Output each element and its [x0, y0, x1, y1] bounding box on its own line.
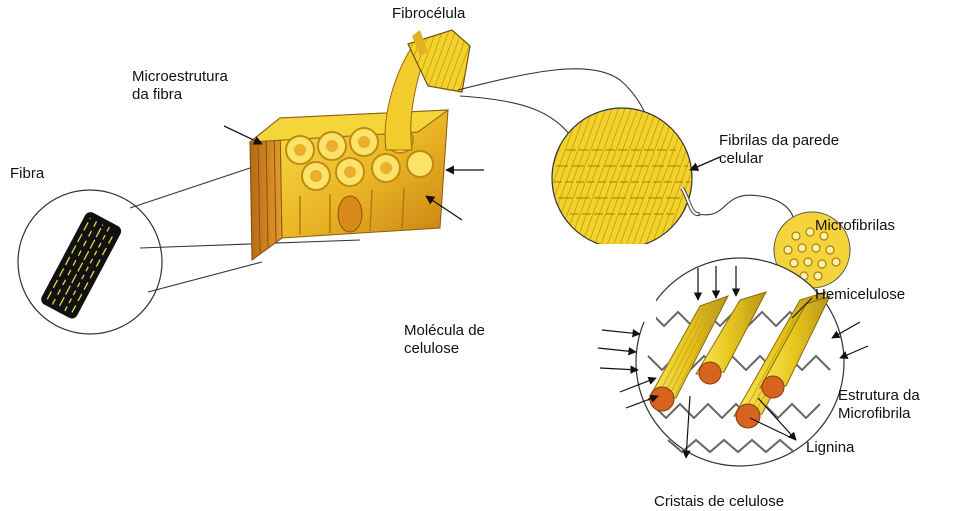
label-microfibrilas: Microfibrilas: [815, 216, 895, 235]
connector-microfibril: [698, 195, 794, 232]
label-fibrilas-1: Fibrilas da parede: [719, 131, 839, 150]
cell-wall-fibrils-circle: [552, 108, 700, 248]
label-cristais: Cristais de celulose: [654, 492, 784, 511]
microfibril-structure-circle: [636, 258, 844, 466]
label-estrutura-2: Microfibrila: [838, 404, 911, 423]
label-molecula-1: Molécula de: [404, 321, 485, 340]
label-lignina: Lignina: [806, 438, 854, 457]
label-molecula-2: celulose: [404, 339, 459, 358]
label-microestrutura-2: da fibra: [132, 85, 182, 104]
label-hemicelulose: Hemicelulose: [815, 285, 905, 304]
fiber-circle: [18, 190, 162, 334]
fibrils-pointer: [690, 157, 720, 170]
label-microestrutura-1: Microestrutura: [132, 67, 228, 86]
label-fibrilas-2: celular: [719, 149, 763, 168]
label-fibra: Fibra: [10, 164, 44, 183]
label-estrutura-1: Estrutura da: [838, 386, 920, 405]
fiber-microstructure-block: [250, 30, 470, 260]
label-fibrocelula: Fibrocélula: [392, 4, 465, 23]
blank-area: [340, 244, 656, 322]
